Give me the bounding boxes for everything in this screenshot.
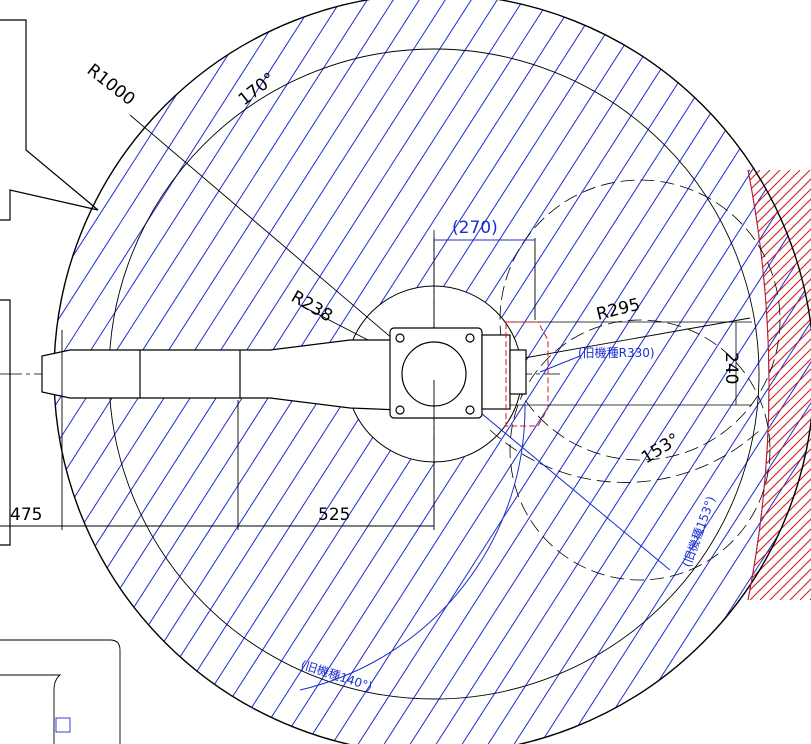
- red-hatch-line: [748, 170, 811, 600]
- red-hatch-line: [748, 170, 811, 600]
- red-hatch-line: [748, 170, 811, 600]
- old-a140-arc: [299, 404, 526, 691]
- dashed-swing-circle-1: [499, 179, 781, 461]
- detail-view: [0, 639, 121, 744]
- r1000-leader: [129, 114, 435, 375]
- old-a140-label: (旧機種140°): [299, 657, 374, 694]
- hatch-line: [0, 0, 42, 744]
- red-hatch-line: [748, 170, 811, 600]
- red-boundary-arc: [747, 169, 770, 601]
- red-hatch-line: [748, 170, 811, 600]
- h240-label: 240: [721, 352, 741, 384]
- red-hatch-line: [748, 170, 811, 600]
- red-hatch-line: [748, 170, 811, 600]
- hatch-line: [607, 0, 811, 744]
- hatch-line: [737, 0, 811, 744]
- old-r330-label: (旧機種R330): [578, 345, 655, 360]
- red-hatch-line: [748, 170, 811, 600]
- red-hatch-line: [748, 170, 811, 600]
- hatch-line: [54, 0, 303, 744]
- red-hatch-line: [748, 170, 811, 600]
- old-r330-leader: [539, 355, 581, 373]
- red-hatch-line: [789, 170, 811, 600]
- r1000-label: R1000: [83, 60, 139, 110]
- hatch-line: [451, 0, 811, 744]
- hatch-line: [581, 0, 811, 744]
- red-hatch-line: [748, 170, 811, 600]
- a153-label: 153°: [638, 430, 683, 469]
- hatch-line: [555, 0, 811, 744]
- hatch-line: [54, 0, 251, 744]
- left-bracket: [0, 299, 11, 546]
- red-hatch-line: [748, 170, 811, 600]
- hatch-line: [503, 0, 811, 744]
- hatch-line: [685, 0, 811, 744]
- dashed-arc-large: [489, 429, 761, 483]
- red-hatch-line: [748, 170, 811, 600]
- red-hatch-line: [748, 170, 811, 600]
- hatch-line: [399, 0, 811, 744]
- robot-arm: [41, 327, 527, 419]
- red-hatch-line: [748, 170, 811, 600]
- d525-label: 525: [318, 505, 350, 525]
- w270-label: (270): [452, 218, 498, 238]
- hatch-line: [54, 0, 277, 744]
- red-hatch-line: [748, 170, 811, 600]
- d475-label: 475: [10, 505, 42, 525]
- dashed-swing-circle-2: [509, 319, 771, 581]
- red-hatch-line: [748, 170, 811, 600]
- r238-label: R238: [288, 287, 336, 326]
- callout-box: [0, 19, 99, 221]
- tool-flange-outline: [505, 321, 549, 427]
- hatch-line: [0, 0, 16, 744]
- red-hatch-line: [748, 170, 811, 600]
- hatch-line: [477, 0, 811, 744]
- hatch-line: [425, 0, 811, 744]
- red-hatch-line: [748, 170, 811, 600]
